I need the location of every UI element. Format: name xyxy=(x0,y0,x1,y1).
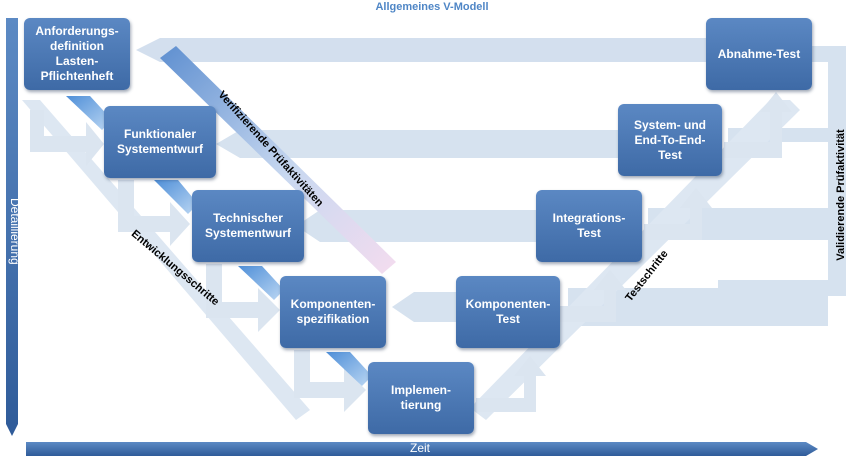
box-technical-design: Technischer Systementwurf xyxy=(192,190,304,262)
dev-band-2 xyxy=(118,180,190,246)
validate-activity-label: Validierende Prüfaktivität xyxy=(835,129,847,261)
development-arrow-outer xyxy=(22,100,310,420)
box-requirements: Anforderungs- definition Lasten- Pflicht… xyxy=(24,18,130,90)
band-right-3 xyxy=(568,288,828,326)
test-band-2 xyxy=(558,270,626,322)
diagram-title: Allgemeines V-Modell xyxy=(375,1,489,13)
test-band-4 xyxy=(724,92,792,158)
detail-axis xyxy=(6,18,18,436)
dev-band-4 xyxy=(294,350,366,412)
dev-band-3 xyxy=(206,264,280,332)
step-connector-3 xyxy=(238,266,284,300)
box-component-spec: Komponenten- spezifikation xyxy=(280,276,386,348)
box-acceptance-test: Abnahme-Test xyxy=(706,18,812,90)
box-component-test: Komponenten- Test xyxy=(456,276,560,348)
verify-arrow xyxy=(160,46,396,274)
time-axis-label: Zeit xyxy=(409,441,430,455)
band-acceptance-to-requirements xyxy=(136,38,708,62)
box-system-test: System- und End-To-End- Test xyxy=(618,104,722,176)
band-component-test-to-spec xyxy=(392,292,460,322)
test-band-1 xyxy=(476,356,546,412)
step-connector-2 xyxy=(154,180,198,214)
step-connector-4 xyxy=(326,352,372,386)
box-implementation: Implemen- tierung xyxy=(368,362,474,434)
dev-band-1 xyxy=(30,110,104,166)
test-band-3 xyxy=(644,188,712,240)
step-connector-1 xyxy=(66,96,112,130)
validation-loop-band xyxy=(718,46,846,296)
box-functional-design: Funktionaler Systementwurf xyxy=(104,106,216,178)
time-axis xyxy=(26,442,818,456)
detail-axis-label: Detaillierung xyxy=(8,198,22,265)
band-system-to-functional xyxy=(216,130,620,158)
box-integration-test: Integrations- Test xyxy=(536,190,642,262)
